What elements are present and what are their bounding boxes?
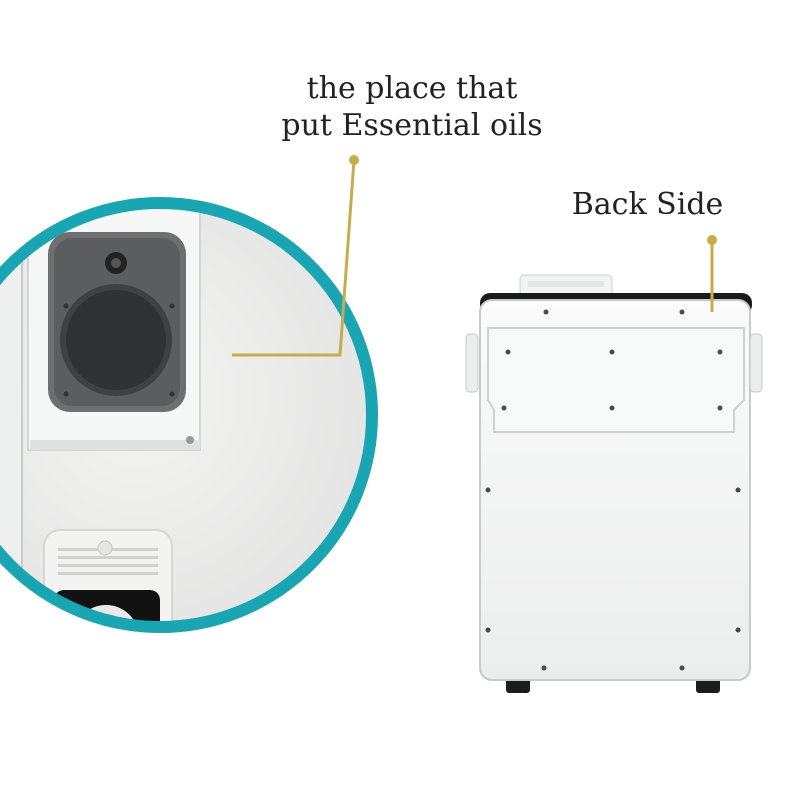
oil-compartment-housing	[27, 203, 201, 451]
back-side-callout-line	[707, 235, 717, 312]
closeup-circle	[0, 197, 378, 633]
diffuser-back-photo	[465, 274, 763, 693]
essential-oils-label: the place that put Essential oils	[262, 70, 562, 144]
essential-oils-callout-line	[232, 155, 359, 357]
essential-oils-label-line1: the place that	[306, 71, 518, 106]
essential-oils-label-line2: put Essential oils	[281, 108, 543, 143]
back-side-label: Back Side	[571, 187, 724, 222]
